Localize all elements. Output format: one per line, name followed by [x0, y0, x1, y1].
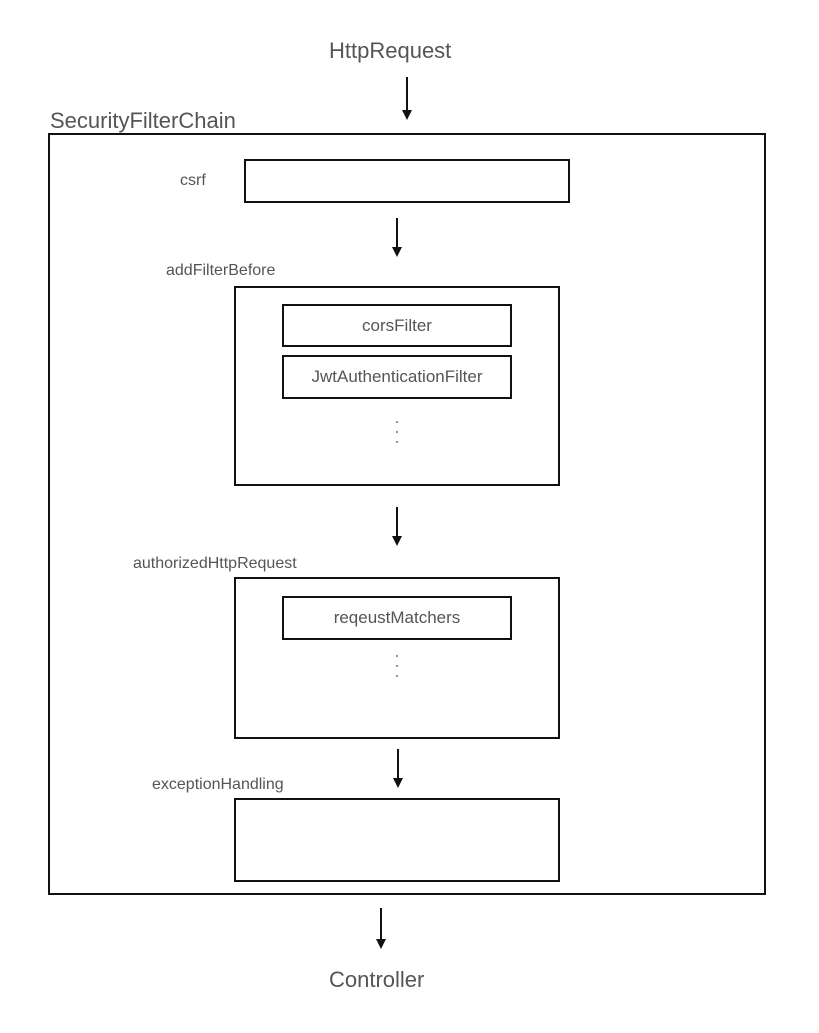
- exception-handling-box: [234, 798, 560, 882]
- filter-item-cors-filter: corsFilter: [282, 304, 512, 347]
- arrow-down-icon: [402, 77, 412, 120]
- more-items-ellipsis: [395, 421, 399, 451]
- http-request-label: HttpRequest: [329, 38, 452, 63]
- stage-label-authorized-http-request: authorizedHttpRequest: [133, 555, 297, 572]
- stage-label-csrf: csrf: [180, 172, 206, 189]
- security-filter-chain-container: [48, 133, 766, 895]
- csrf-box: [244, 159, 570, 203]
- arrow-down-icon: [392, 507, 402, 546]
- filter-item-request-matchers: reqeustMatchers: [282, 596, 512, 640]
- arrow-down-icon: [392, 218, 402, 257]
- arrow-down-icon: [376, 908, 386, 949]
- arrow-down-icon: [393, 749, 403, 788]
- filter-item-jwt-authentication-filter: JwtAuthenticationFilter: [282, 355, 512, 399]
- controller-label: Controller: [329, 967, 425, 992]
- stage-label-exception-handling: exceptionHandling: [152, 776, 284, 793]
- more-items-ellipsis: [395, 655, 399, 685]
- stage-label-add-filter-before: addFilterBefore: [166, 262, 276, 279]
- security-filter-chain-label: SecurityFilterChain: [50, 108, 236, 133]
